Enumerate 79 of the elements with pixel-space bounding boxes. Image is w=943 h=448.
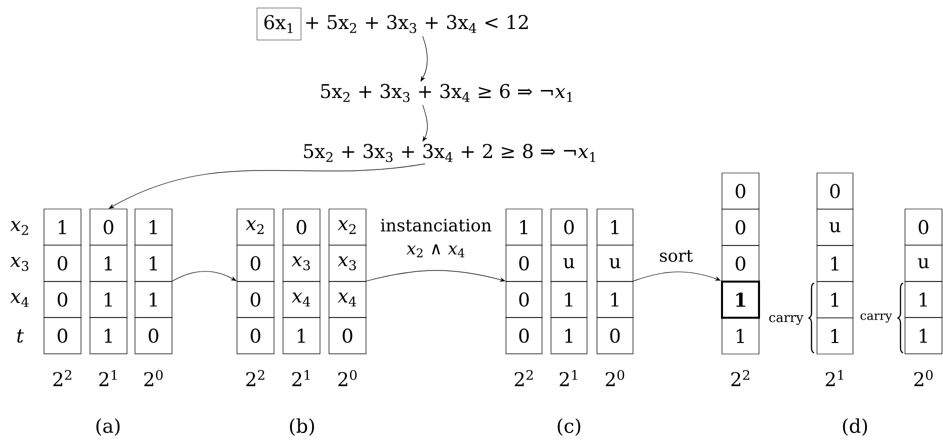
table-cell: 1 xyxy=(134,208,172,246)
table-cell: 0 xyxy=(236,281,274,318)
table-cell: 1 xyxy=(44,208,82,246)
place-value: 2$^{1}$ xyxy=(560,370,578,386)
table-cell: u xyxy=(596,244,634,282)
edge-label: instanciation x$_{2}$ ∧ x$_{4}$ xyxy=(380,218,492,258)
table-cell: 0 xyxy=(550,208,588,246)
table-cell: 0 xyxy=(44,244,82,282)
table-cell: 1 xyxy=(90,317,128,354)
place-value: 2$^{2}$ xyxy=(53,370,72,386)
panel-label: (a) xyxy=(96,418,120,436)
table-cell: 0 xyxy=(282,208,320,246)
table-cell: 1 xyxy=(722,318,760,354)
table-cell: 1 xyxy=(721,280,760,319)
edge-label: sort xyxy=(660,250,693,262)
place-value: 2$^{1}$ xyxy=(826,370,844,386)
table-cell: 0 xyxy=(44,317,82,354)
formula: 5x$_{2}$ + 3x$_{3}$ + 3x$_{4}$ ≥ 6 ⇒ ¬x$_{1}$ xyxy=(321,84,572,102)
place-value: 2$^{2}$ xyxy=(731,370,750,386)
panel-label: (c) xyxy=(558,418,580,436)
table-cell: 1 xyxy=(550,317,588,354)
table-cell: x$_{2}$ xyxy=(328,208,366,246)
place-value: 2$^{0}$ xyxy=(914,370,933,386)
formula: + 5x$_{2}$ + 3x$_{3}$ + 3x$_{4}$ < 12 xyxy=(306,14,528,34)
table-cell: 1 xyxy=(90,281,128,318)
table-cell: 0 xyxy=(816,172,854,210)
place-value: 2$^{2}$ xyxy=(514,370,533,386)
table-cell: u xyxy=(550,244,588,282)
table-cell: 1 xyxy=(506,208,542,246)
table-cell: 0 xyxy=(328,317,366,354)
panel-label: (b) xyxy=(290,418,314,436)
table-cell: 0 xyxy=(722,208,760,246)
table-cell: 1 xyxy=(550,281,588,318)
table-cell: x$_{4}$ xyxy=(282,281,320,318)
table-cell: 0 xyxy=(722,245,760,282)
table-cell: 1 xyxy=(904,317,942,354)
table-cell: 0 xyxy=(90,208,128,246)
row-label: x$_{4}$ xyxy=(10,293,29,307)
table-cell: 1 xyxy=(816,281,854,318)
table-cell: 1 xyxy=(596,208,634,246)
table-cell: 1 xyxy=(816,318,854,354)
place-value: 2$^{0}$ xyxy=(606,370,624,386)
table-cell: 1 xyxy=(282,317,320,354)
table-cell: 1 xyxy=(596,281,634,318)
formula: 5x$_{2}$ + 3x$_{3}$ + 3x$_{4}$ + 2 ≥ 8 ⇒ ¬x$_{1}$ xyxy=(304,144,596,162)
table-cell: 1 xyxy=(816,245,854,282)
table-cell: u xyxy=(904,244,942,282)
table-cell: 0 xyxy=(134,317,172,354)
place-value: 2$^{2}$ xyxy=(246,370,264,386)
panel-label: (d) xyxy=(843,418,867,436)
row-label: x$_{2}$ xyxy=(10,221,28,235)
table-cell: x$_{2}$ xyxy=(236,208,274,246)
table-cell: 0 xyxy=(236,317,274,354)
place-value: 2$^{1}$ xyxy=(292,370,310,386)
table-cell: 1 xyxy=(134,244,172,282)
carry-label: carry xyxy=(860,313,892,323)
carry-label: carry xyxy=(769,315,804,325)
arrow xyxy=(108,164,426,209)
place-value: 2$^{0}$ xyxy=(144,370,163,386)
table-cell: 0 xyxy=(722,172,760,210)
row-label: x$_{3}$ xyxy=(10,257,28,271)
place-value: 2$^{0}$ xyxy=(338,370,357,386)
table-cell: 0 xyxy=(904,208,942,246)
table-cell: 0 xyxy=(506,244,542,282)
table-cell: u xyxy=(816,208,854,246)
table-cell: 0 xyxy=(506,281,542,318)
boxed-term: 6x$_{1}$ xyxy=(256,8,302,40)
table-cell: x$_{3}$ xyxy=(328,244,366,282)
table-cell: 0 xyxy=(506,317,542,354)
place-value: 2$^{1}$ xyxy=(99,370,117,386)
table-cell: 1 xyxy=(904,281,942,318)
row-label: t xyxy=(17,329,24,343)
table-cell: 0 xyxy=(596,317,634,354)
table-cell: 1 xyxy=(90,244,128,282)
table-cell: x$_{4}$ xyxy=(328,281,366,318)
table-cell: x$_{3}$ xyxy=(282,244,320,282)
table-cell: 0 xyxy=(236,244,274,282)
table-cell: 0 xyxy=(44,281,82,318)
table-cell: 1 xyxy=(134,281,172,318)
